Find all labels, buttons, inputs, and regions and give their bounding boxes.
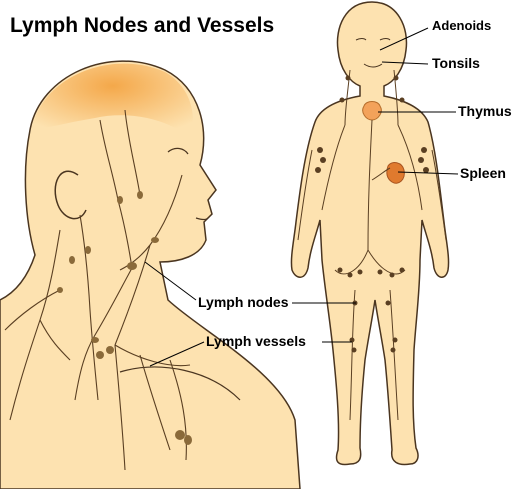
head-closeup-ear	[54, 170, 87, 220]
spleen	[386, 162, 405, 184]
head-closeup-skin	[0, 60, 301, 490]
closeup-lymph-nodes	[57, 191, 192, 445]
leader-lymph-vessels-left	[149, 341, 205, 367]
head-closeup-hair	[32, 63, 193, 138]
shoulder-line	[119, 366, 241, 401]
child-face-eye-left	[355, 38, 367, 41]
label-lymph-vessels: Lymph vessels	[206, 333, 306, 349]
leader-lines	[144, 27, 459, 367]
thymus	[362, 101, 382, 121]
leader-tonsils	[381, 61, 429, 65]
child-face-eye-right	[379, 38, 391, 41]
leader-adenoids	[379, 27, 429, 51]
label-spleen: Spleen	[460, 165, 506, 181]
label-adenoids: Adenoids	[432, 18, 492, 33]
child-silhouette	[290, 1, 450, 466]
head-closeup	[0, 60, 301, 490]
child-body	[290, 1, 450, 466]
label-lymph-nodes: Lymph nodes	[198, 294, 289, 310]
closeup-lymph-vessels	[4, 109, 191, 471]
body-lymph-nodes	[315, 75, 429, 353]
label-tonsils: Tonsils	[432, 55, 480, 71]
leader-lymph-nodes-left	[144, 261, 197, 301]
child-face-mouth	[363, 63, 383, 68]
label-thymus: Thymus	[458, 103, 512, 119]
head-closeup-eye	[167, 147, 189, 155]
head-closeup-mouth	[195, 217, 209, 221]
diagram-title: Lymph Nodes and Vessels	[10, 14, 275, 37]
leader-spleen	[397, 171, 459, 175]
